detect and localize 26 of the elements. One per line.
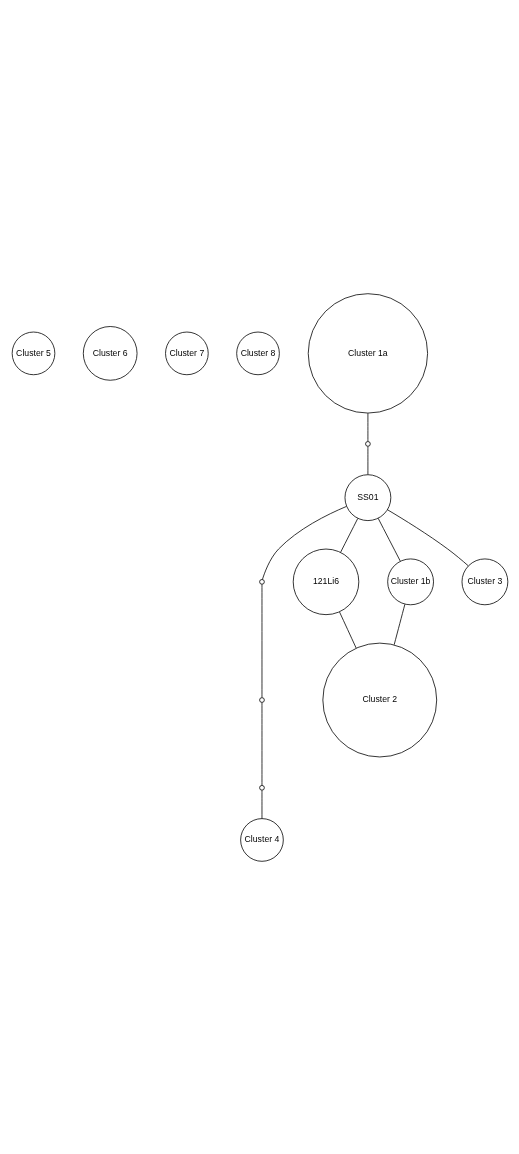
connector [393,603,405,645]
node-circle: Cluster 2 [321,642,437,757]
node-circle: Cluster 7 [164,331,209,375]
node-circle: Cluster 6 [82,325,137,381]
node-circle: Cluster 1a [307,292,428,413]
node-circle: Cluster 5 [11,331,55,375]
node-circle: Cluster 3 [461,558,508,605]
connector [261,505,347,580]
connector [367,412,368,442]
node-circle: Cluster 1b [386,558,434,605]
connector [261,701,262,786]
node-circle: Cluster 8 [235,331,280,375]
node-circle: SS01 [344,473,391,521]
node-circle [258,696,265,703]
node-circle [364,440,371,447]
node-circle [258,578,265,585]
connector [338,611,357,648]
node-circle [258,784,265,791]
node-circle: Cluster 4 [239,817,284,862]
connector [367,445,368,475]
connector [339,517,358,553]
connector [261,789,262,819]
node-circle: 121Li6 [292,548,359,615]
connector [377,517,401,562]
connector [261,583,262,698]
connector [386,508,469,566]
